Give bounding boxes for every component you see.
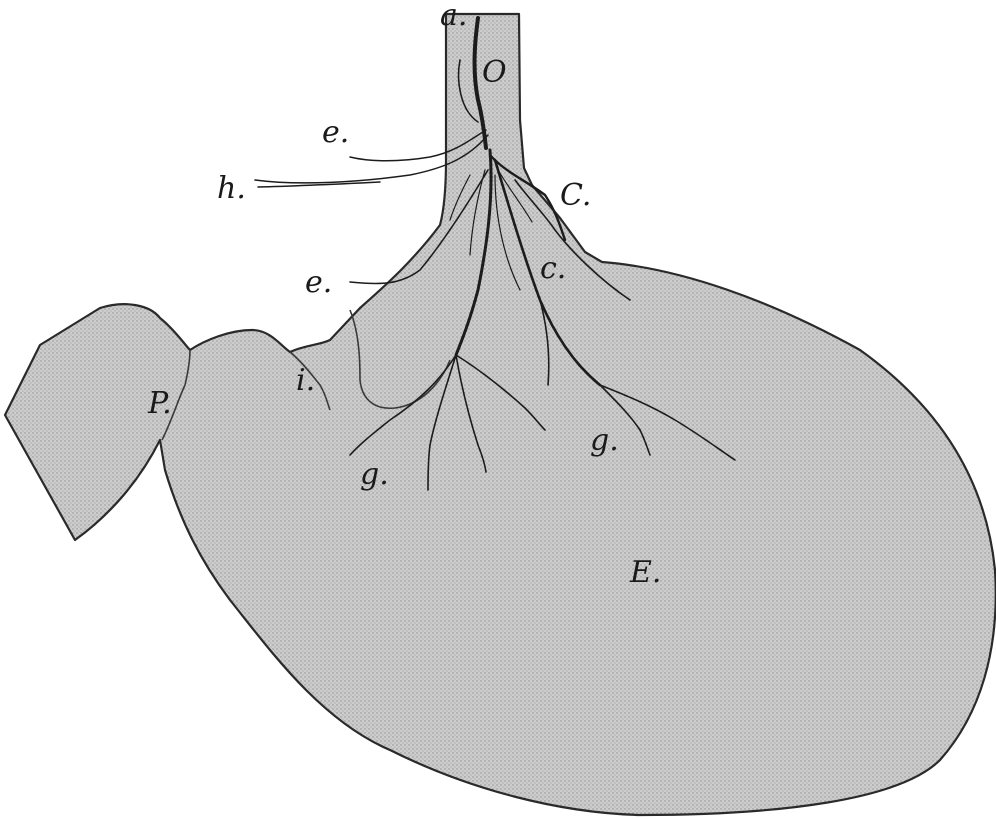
label-p: P.	[147, 386, 172, 421]
label-a: a.	[440, 0, 467, 33]
label-c-lower: c.	[540, 251, 566, 286]
label-c-upper: C.	[560, 178, 591, 213]
label-h: h.	[217, 171, 246, 206]
label-e-lower: e.	[305, 265, 332, 300]
label-e-stomach: E.	[629, 555, 661, 590]
label-i: i.	[296, 363, 315, 398]
label-e-upper: e.	[322, 115, 349, 150]
label-o: O	[482, 55, 507, 90]
label-g-left: g.	[360, 457, 389, 492]
label-g-right: g.	[590, 423, 619, 458]
